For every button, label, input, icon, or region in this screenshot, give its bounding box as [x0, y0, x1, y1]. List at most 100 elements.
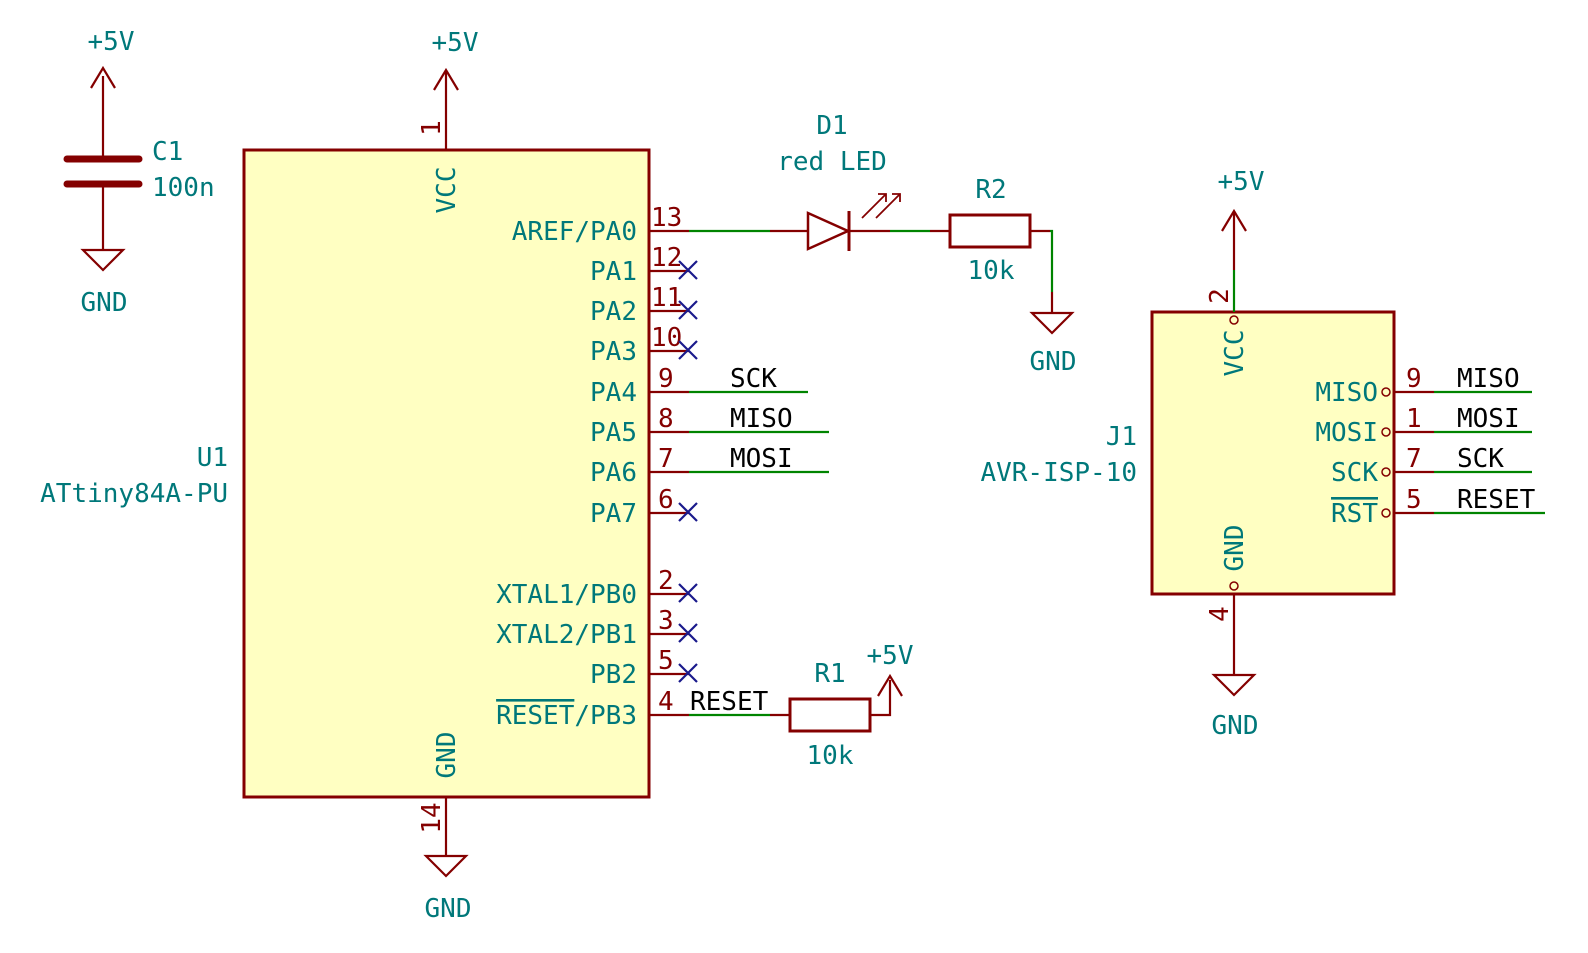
pin-number: 11 — [651, 283, 682, 313]
j1-body[interactable] — [1150, 310, 1396, 596]
ground-icon — [80, 248, 126, 272]
pin-name-suffix: /PB3 — [574, 701, 637, 731]
pin-name: PA6 — [590, 458, 637, 488]
c1-gnd-symbol: GND — [80, 248, 128, 318]
u1-vcc-pin-number: 1 — [417, 120, 447, 136]
net-label-sck: SCK — [1457, 444, 1504, 474]
pin-marker-icon — [1381, 427, 1391, 437]
pin-number: 1 — [1406, 404, 1422, 434]
net-label-reset: RESET — [1457, 485, 1536, 515]
r1-value: 10k — [807, 741, 854, 771]
pin-number: 13 — [651, 203, 682, 233]
d1-value: red LED — [777, 147, 887, 177]
u1-value: ATtiny84A-PU — [40, 479, 228, 509]
r2-gnd-label: GND — [1030, 347, 1077, 377]
pin-name: PA5 — [590, 418, 637, 448]
no-connect-icon — [678, 260, 698, 280]
u1-vcc-pin-name: VCC — [432, 167, 462, 214]
j1-pin-rst[interactable]: 5 RST RESET — [1331, 485, 1545, 529]
u1-pin-pa7[interactable]: 6 PA7 — [590, 485, 698, 529]
r1-lead-right — [870, 680, 892, 717]
wire-r2-gnd — [1050, 229, 1054, 292]
d1-led[interactable]: D1 red LED — [770, 111, 901, 251]
u1-pin-aref-pa0[interactable]: 13 AREF/PA0 — [512, 203, 689, 247]
j1-pin-mosi[interactable]: 1 MOSI MOSI — [1315, 404, 1532, 448]
no-connect-icon — [678, 583, 698, 603]
pin-number: 7 — [658, 444, 674, 474]
u1-body[interactable] — [242, 148, 651, 799]
r2-resistor[interactable]: R2 10k — [930, 175, 1050, 286]
u1-pin-pa4[interactable]: 9 PA4 — [590, 364, 689, 408]
no-connect-icon — [678, 502, 698, 522]
j1-vcc-pin-number: 2 — [1205, 288, 1235, 304]
r1-resistor[interactable]: +5V R1 10k — [770, 641, 913, 771]
u1-gnd-label: GND — [425, 894, 472, 924]
u1-pin-pa2[interactable]: 11 PA2 — [590, 283, 698, 327]
j1-pin-sck[interactable]: 7 SCK SCK — [1331, 444, 1532, 488]
ground-icon — [1211, 673, 1257, 697]
u1-pin-pb2[interactable]: 5 PB2 — [590, 646, 698, 690]
c1-ref: C1 — [152, 137, 183, 167]
vcc-arrow-icon — [877, 673, 903, 697]
vcc-arrow-icon — [1221, 208, 1247, 232]
ground-icon — [1029, 311, 1075, 335]
pin-name: AREF/PA0 — [512, 217, 637, 247]
net-label-reset: RESET — [690, 687, 769, 717]
u1-ref: U1 — [197, 443, 228, 473]
pin-name: RESET/PB3 — [496, 701, 637, 731]
pin-name: PA1 — [590, 257, 637, 287]
pin-name: XTAL2/PB1 — [496, 620, 637, 650]
pin-name: RST — [1331, 499, 1378, 529]
c1-gnd-label: GND — [81, 288, 128, 318]
u1-pin-pa6[interactable]: 7 PA6 — [590, 444, 689, 488]
pin-marker-icon — [1381, 467, 1391, 477]
pin-marker-icon — [1381, 508, 1391, 518]
net-label-miso: MISO — [730, 404, 793, 434]
no-connect-icon — [678, 340, 698, 360]
r1-ref: R1 — [814, 659, 845, 689]
resistor-body-icon — [948, 213, 1032, 249]
u1-pin-xtal2-pb1[interactable]: 3 XTAL2/PB1 — [496, 606, 698, 650]
j1-value: AVR-ISP-10 — [980, 458, 1137, 488]
j1-gnd-pin-name: GND — [1220, 525, 1250, 572]
diode-triangle-icon — [806, 211, 852, 251]
u1-pin-pa3[interactable]: 10 PA3 — [590, 323, 698, 367]
no-connect-icon — [678, 663, 698, 683]
pin-name: PA3 — [590, 337, 637, 367]
pin-name: MISO — [1315, 378, 1378, 408]
r2-ref: R2 — [975, 175, 1006, 205]
c1-capacitor[interactable]: C1 100n — [63, 76, 215, 250]
j1-gnd-pin-number: 4 — [1205, 606, 1235, 622]
no-connect-icon — [678, 623, 698, 643]
net-label-mosi: MOSI — [1457, 404, 1520, 434]
pin-number: 7 — [1406, 444, 1422, 474]
pin-number: 10 — [651, 323, 682, 353]
no-connect-icon — [678, 300, 698, 320]
u1-pin-pa5[interactable]: 8 PA5 — [590, 404, 689, 448]
pin-name: PA7 — [590, 499, 637, 529]
r1-vcc-label: +5V — [867, 641, 914, 671]
pin-number: 2 — [658, 566, 674, 596]
net-label-sck: SCK — [730, 364, 777, 394]
pin-marker-icon — [1381, 387, 1391, 397]
u1-pin-xtal1-pb0[interactable]: 2 XTAL1/PB0 — [496, 566, 698, 610]
net-label-miso: MISO — [1457, 364, 1520, 394]
pin-name: PA4 — [590, 378, 637, 408]
u1-pin-reset-pb3[interactable]: 4 RESET/PB3 — [496, 687, 689, 731]
pin-name: SCK — [1331, 458, 1378, 488]
j1-vcc-label: +5V — [1218, 167, 1265, 197]
j1-pin-miso[interactable]: 9 MISO MISO — [1315, 364, 1532, 408]
u1-pin-pa1[interactable]: 12 PA1 — [590, 243, 698, 287]
vcc-arrow-icon — [433, 67, 459, 91]
ground-icon — [423, 854, 469, 878]
j1-ref: J1 — [1106, 422, 1137, 452]
overbar-text: RESET — [496, 701, 575, 731]
j1-vcc-pin-name: VCC — [1220, 330, 1250, 377]
pin-number: 5 — [658, 646, 674, 676]
pin-number: 9 — [1406, 364, 1422, 394]
pin-number: 3 — [658, 606, 674, 636]
c1-vcc-symbol: +5V — [88, 27, 134, 89]
pin-number: 9 — [658, 364, 674, 394]
pin-number: 5 — [1406, 485, 1422, 515]
